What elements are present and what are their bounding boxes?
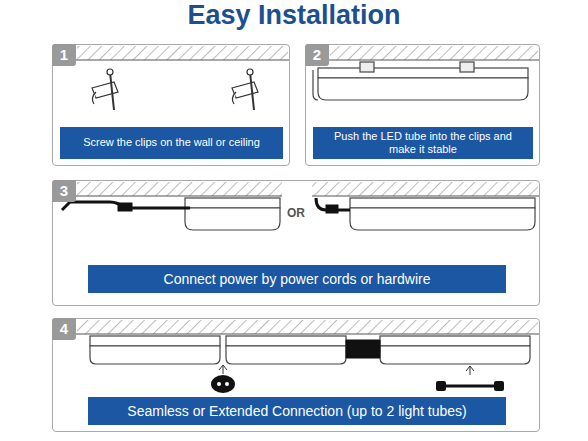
or-label: OR	[285, 206, 307, 220]
instruction-text: Screw the clips on the wall or ceiling	[83, 136, 260, 149]
instruction-band: Seamless or Extended Connection (up to 2…	[88, 397, 506, 425]
step-panel: 2Push the LED tube into the clips and ma…	[305, 44, 540, 166]
instruction-band: Connect power by power cords or hardwire	[88, 265, 506, 293]
connector-icons	[211, 365, 504, 393]
instruction-band: Screw the clips on the wall or ceiling	[60, 127, 283, 159]
step-panel: 1Screw the clips on the wall or ceiling	[52, 44, 290, 166]
clip-and-screw	[92, 69, 258, 110]
step-panel: 4Seamless or Extended Connection (up to …	[52, 318, 540, 432]
ceiling-hatch	[53, 46, 539, 334]
step-number: 2	[305, 44, 329, 66]
instruction-text: Push the LED tube into the clips and mak…	[321, 130, 525, 156]
step-number: 1	[52, 44, 76, 66]
step-panel: 3Connect power by power cords or hardwir…	[52, 180, 540, 306]
instruction-band: Push the LED tube into the clips and mak…	[313, 127, 533, 159]
step-number: 4	[52, 318, 76, 340]
instruction-text: Connect power by power cords or hardwire	[164, 271, 431, 288]
diagram-title: Easy Installation	[0, 0, 588, 31]
instruction-text: Seamless or Extended Connection (up to 2…	[127, 403, 466, 420]
step-number: 3	[52, 180, 76, 202]
